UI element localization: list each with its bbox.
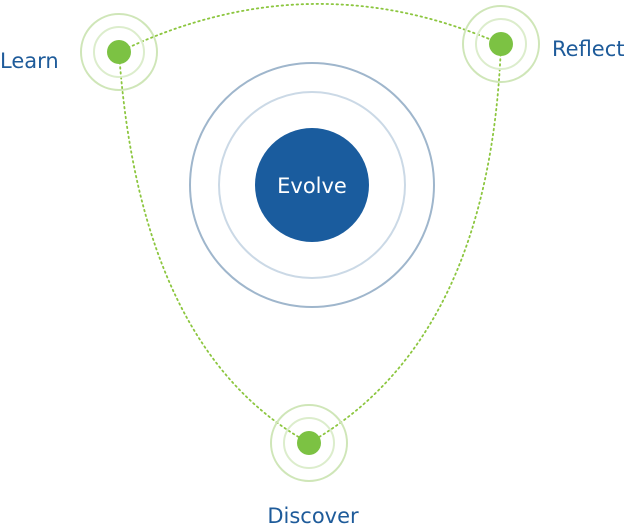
- node-discover-label: Discover: [267, 504, 359, 525]
- node-learn-dot: [107, 40, 131, 64]
- node-reflect: Reflect: [462, 5, 625, 83]
- node-learn-ring-outer: [80, 13, 158, 91]
- node-reflect-ring-outer: [462, 5, 540, 83]
- center-ring-inner: [218, 91, 406, 279]
- node-reflect-ring-inner: [475, 18, 527, 70]
- node-learn-ring-inner: [93, 26, 145, 78]
- node-discover: Discover: [267, 404, 359, 525]
- node-learn: Learn: [0, 13, 158, 91]
- connector-reflect-discover: [308, 43, 502, 444]
- center-ring-outer: [189, 62, 435, 308]
- center-hub: Evolve: [189, 62, 435, 308]
- node-reflect-label: Reflect: [552, 37, 625, 61]
- node-discover-ring-outer: [270, 404, 348, 482]
- node-reflect-dot: [489, 32, 513, 56]
- connector-learn-reflect: [118, 3, 502, 53]
- node-learn-label: Learn: [0, 49, 59, 73]
- node-discover-dot: [297, 431, 321, 455]
- center-circle: [255, 128, 369, 242]
- connector-learn-discover: [118, 51, 310, 444]
- node-discover-ring-inner: [283, 417, 335, 469]
- center-label: Evolve: [277, 174, 347, 198]
